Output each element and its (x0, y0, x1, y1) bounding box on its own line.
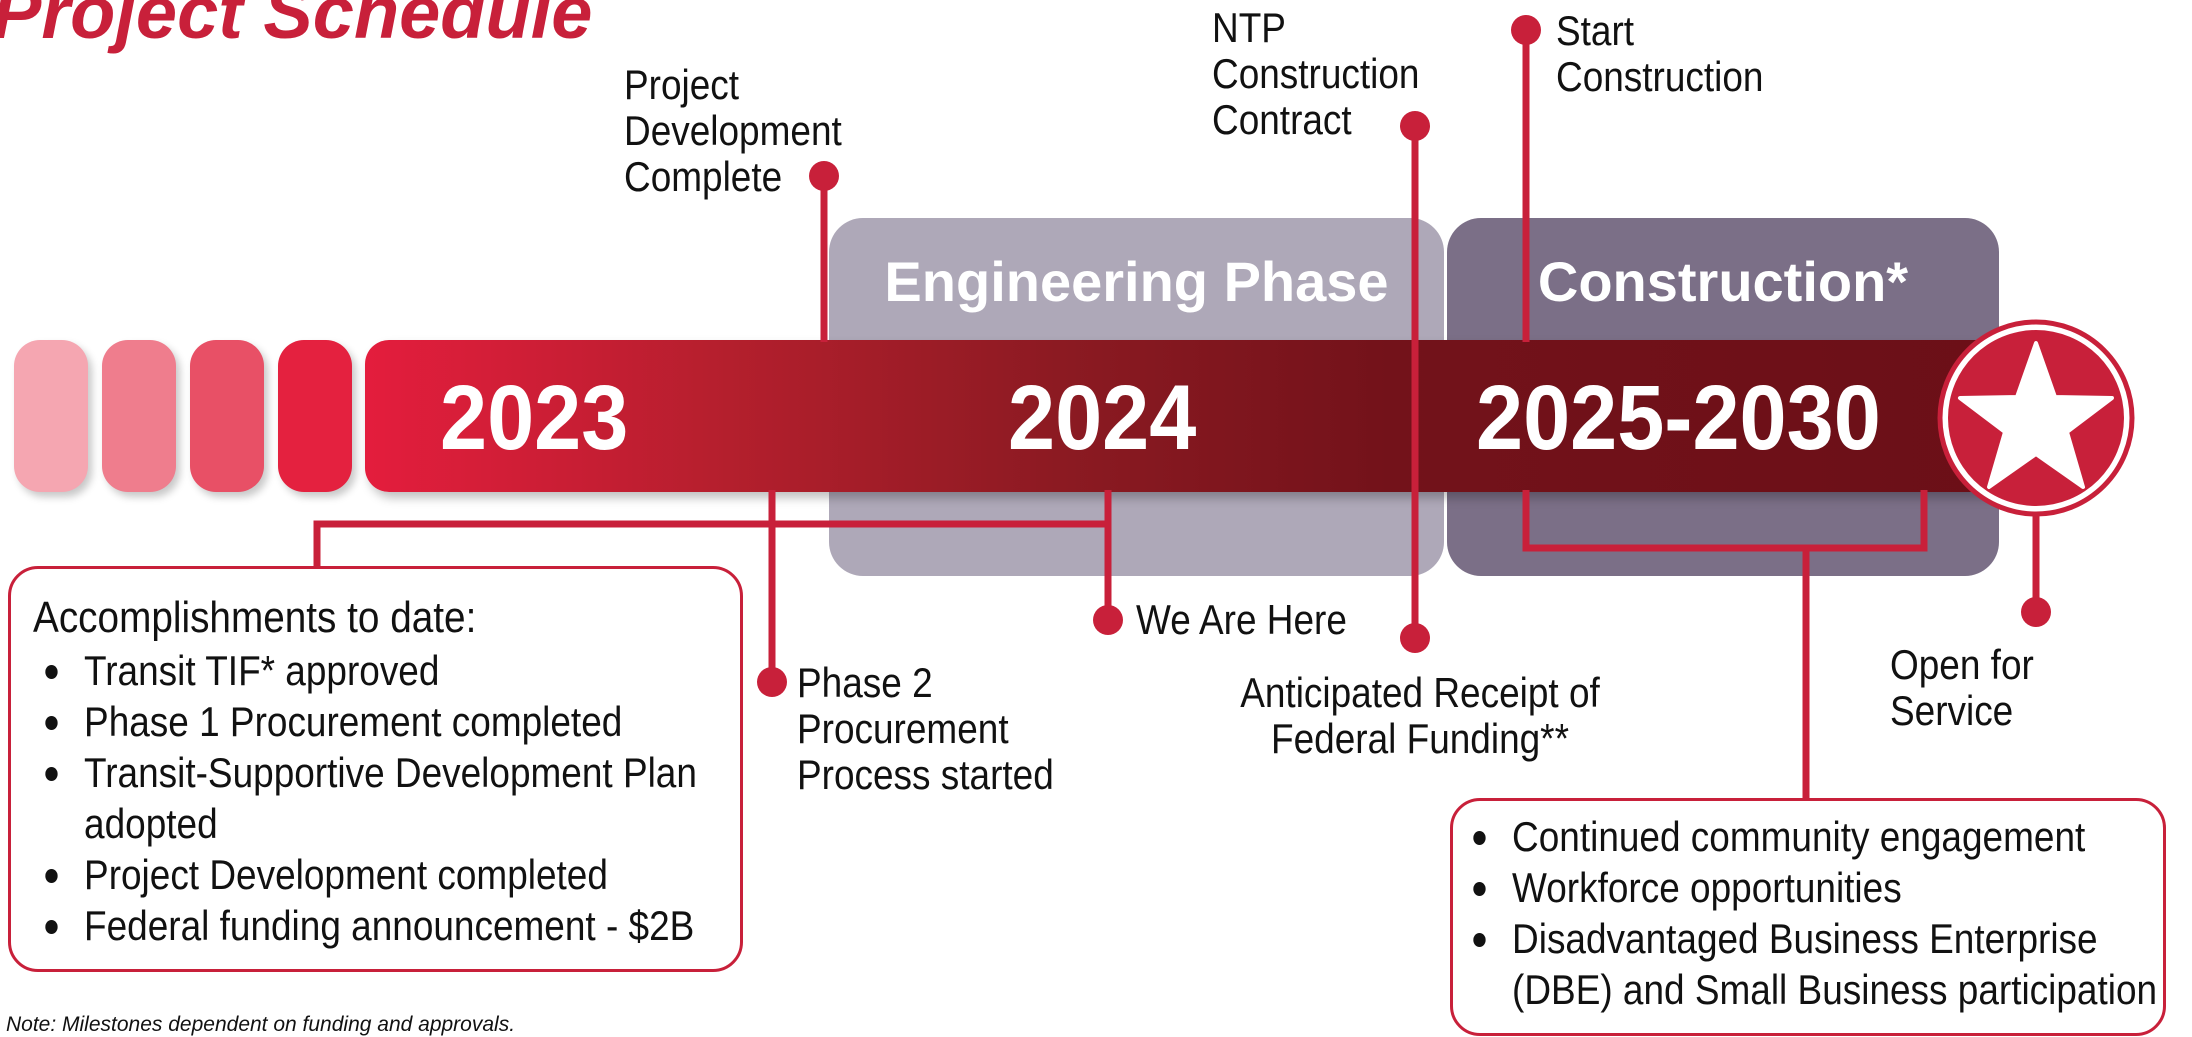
milestone-dot-project-development (809, 161, 839, 191)
star-icon (1937, 319, 2135, 517)
year-2025-2030: 2025-2030 (1476, 367, 1881, 469)
accomplishments-heading: Accomplishments to date: (33, 593, 477, 642)
milestone-dot-open-for-service (2021, 597, 2051, 627)
timeline-pill-2 (102, 340, 176, 492)
milestone-phase2-procurement: Phase 2 Procurement Process started (797, 659, 1054, 798)
page-title: Project Schedule (0, 0, 593, 54)
year-2023: 2023 (440, 367, 629, 469)
list-item-continuation: adopted (84, 800, 218, 847)
bullet-icon (45, 767, 58, 781)
list-item: Transit-Supportive Development Plan (33, 747, 697, 798)
list-item: Federal funding announcement - $2B (33, 900, 697, 951)
construction-phase-label: Construction* (1537, 250, 1909, 313)
list-item-continuation: (DBE) and Small Business participation (1512, 966, 2158, 1013)
timeline-pill-1 (14, 340, 88, 492)
construction-notes-list: Continued community engagement Workforce… (1461, 811, 2192, 1015)
bullet-icon (1473, 933, 1486, 947)
timeline-bar (365, 340, 2015, 492)
milestone-open-for-service: Open for Service (1890, 641, 2034, 734)
milestone-ntp-construction-contract: NTP Construction Contract (1212, 4, 1420, 143)
bullet-icon (45, 716, 58, 730)
timeline-pill-4 (278, 340, 352, 492)
year-2024: 2024 (1008, 367, 1197, 469)
milestone-we-are-here: We Are Here (1136, 596, 1347, 643)
milestone-dot-phase2-procurement (757, 667, 787, 697)
list-item: Continued community engagement (1461, 811, 2157, 862)
timeline-pill-3 (190, 340, 264, 492)
milestone-project-development-complete: Project Development Complete (624, 61, 842, 200)
list-item: Disadvantaged Business Enterprise (1461, 913, 2157, 964)
bullet-icon (45, 869, 58, 883)
list-item: Project Development completed (33, 849, 697, 900)
list-item: Workforce opportunities (1461, 862, 2157, 913)
milestone-dot-federal-funding (1400, 623, 1430, 653)
bullet-icon (1473, 831, 1486, 845)
bullet-icon (1473, 882, 1486, 896)
list-item: Transit TIF* approved (33, 645, 697, 696)
milestone-federal-funding: Anticipated Receipt of Federal Funding** (1240, 669, 1600, 762)
milestone-start-construction: Start Construction (1556, 7, 1764, 100)
accomplishments-list: Transit TIF* approved Phase 1 Procuremen… (33, 645, 787, 951)
milestone-dot-start-construction (1511, 15, 1541, 45)
footnote: Note: Milestones dependent on funding an… (6, 1013, 516, 1036)
accomplishments-box: Accomplishments to date: Transit TIF* ap… (8, 566, 743, 972)
bullet-icon (45, 665, 58, 679)
bullet-icon (45, 920, 58, 934)
engineering-phase-label: Engineering Phase (884, 250, 1389, 313)
construction-notes-box: Continued community engagement Workforce… (1450, 798, 2166, 1036)
list-item: Phase 1 Procurement completed (33, 696, 697, 747)
milestone-dot-ntp-contract (1400, 111, 1430, 141)
milestone-dot-we-are-here (1093, 605, 1123, 635)
